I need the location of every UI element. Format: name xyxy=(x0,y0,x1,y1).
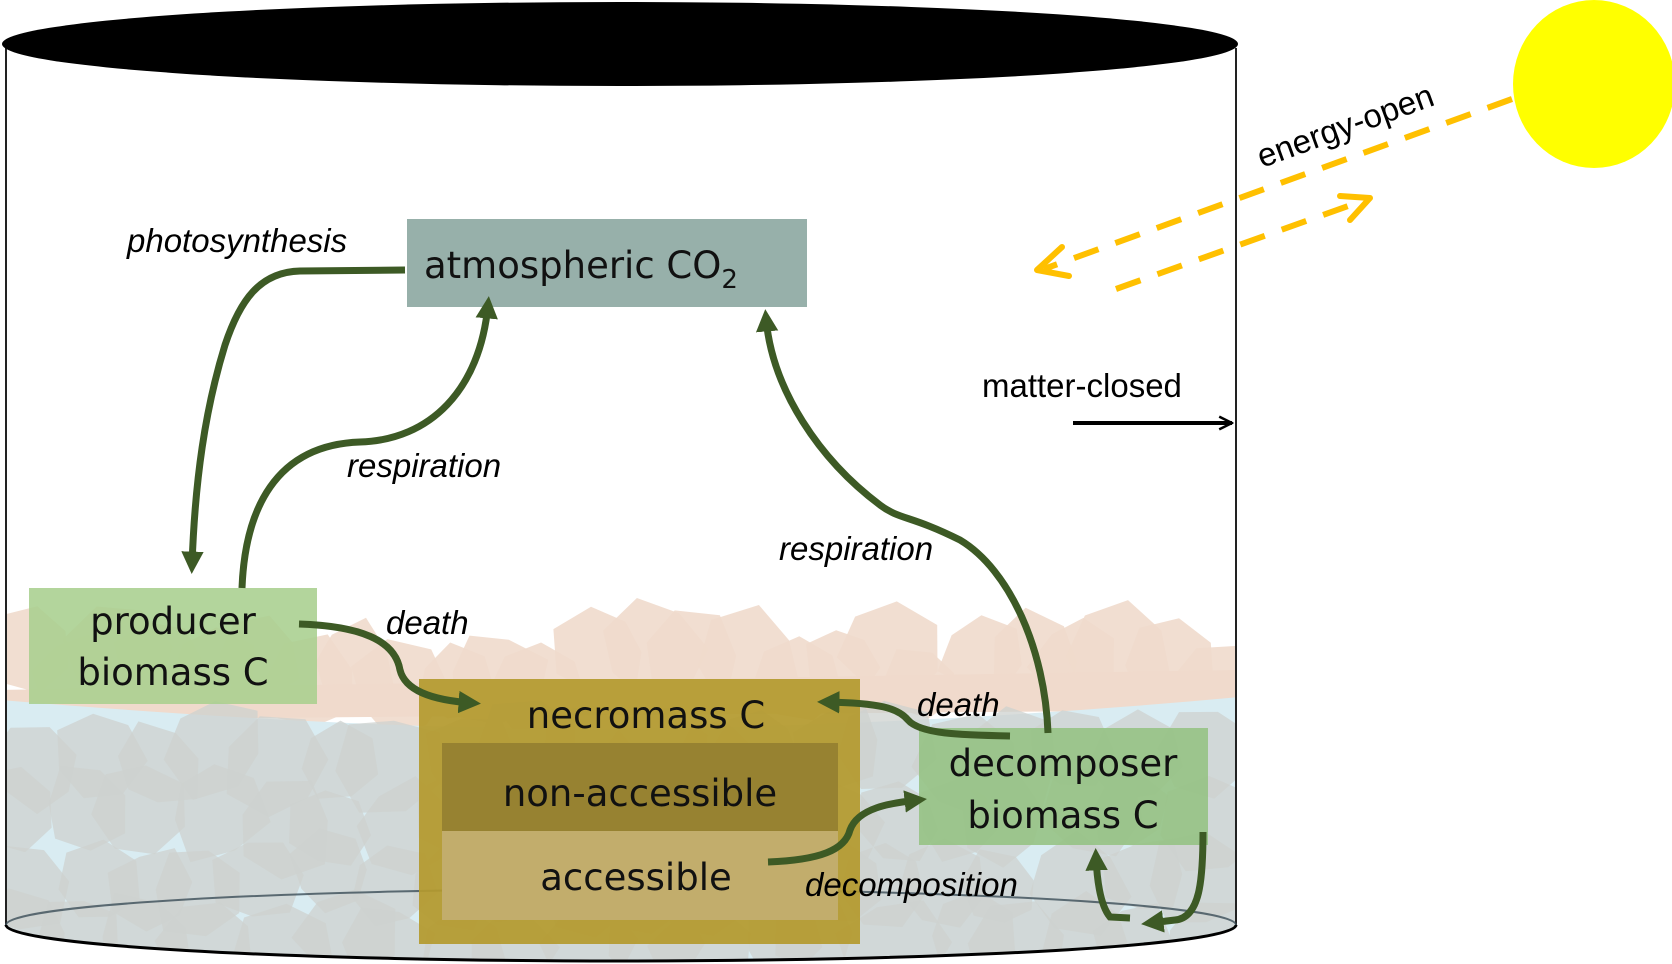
necromass-box[interactable]: necromass C non-accessible accessible xyxy=(419,679,860,944)
accessible-pool[interactable]: accessible xyxy=(442,831,838,920)
rock-particle xyxy=(102,892,193,962)
container-bottom-front-edge xyxy=(4,924,1238,963)
decomposer-label-line2: biomass C xyxy=(967,794,1158,837)
decomposer-respiration-label: respiration xyxy=(779,530,933,567)
rock-particle xyxy=(212,842,304,917)
rock-particle xyxy=(967,901,1064,962)
decomposer-respiration-arrow[interactable] xyxy=(755,309,1052,734)
rock-particle xyxy=(91,765,185,855)
rock-particle xyxy=(835,900,953,962)
energy-in-arrow xyxy=(1042,96,1514,272)
photosynthesis-label: photosynthesis xyxy=(126,222,347,259)
flow-arrows xyxy=(181,266,1207,933)
accessible-label: accessible xyxy=(540,856,732,899)
energy-arrows xyxy=(1034,96,1514,292)
atmospheric-co2-box[interactable]: atmospheric CO2 xyxy=(407,219,807,307)
producer-death-arrow[interactable] xyxy=(298,620,481,714)
decomposition-arrow[interactable] xyxy=(767,790,927,866)
sun-icon xyxy=(1513,0,1672,168)
container-lid xyxy=(2,2,1238,86)
energy-out-arrowhead xyxy=(1337,193,1373,223)
rock-particle xyxy=(1149,832,1237,923)
decomposition-label: decomposition xyxy=(805,866,1018,903)
rock-particle xyxy=(5,766,52,853)
producer-respiration-label: respiration xyxy=(347,447,501,484)
producer-label-line2: biomass C xyxy=(77,651,268,694)
necromass-label: necromass C xyxy=(527,694,765,737)
matter-closed-label: matter-closed xyxy=(982,367,1182,404)
decomposer-biomass-box[interactable]: decomposer biomass C xyxy=(919,728,1208,845)
decomposer-turnover-arrow-in[interactable] xyxy=(1085,848,1131,922)
producer-biomass-box[interactable]: producer biomass C xyxy=(29,588,317,704)
non-accessible-label: non-accessible xyxy=(503,772,777,815)
producer-respiration-arrow[interactable] xyxy=(238,296,498,589)
decomposer-turnover-arrow-out[interactable] xyxy=(1141,831,1207,933)
decomposer-label-line1: decomposer xyxy=(949,742,1178,785)
energy-out-arrow xyxy=(1114,198,1364,292)
atmospheric-co2-label: atmospheric CO2 xyxy=(424,244,738,295)
producer-label-line1: producer xyxy=(90,600,257,643)
decomposer-death-arrow[interactable] xyxy=(817,691,1011,740)
energy-in-arrowhead xyxy=(1034,244,1072,279)
rock-particle xyxy=(342,907,435,962)
non-accessible-pool[interactable]: non-accessible xyxy=(442,743,838,831)
producer-death-label: death xyxy=(386,604,469,641)
photosynthesis-arrow[interactable] xyxy=(181,266,406,574)
decomposer-death-label: death xyxy=(917,686,1000,723)
